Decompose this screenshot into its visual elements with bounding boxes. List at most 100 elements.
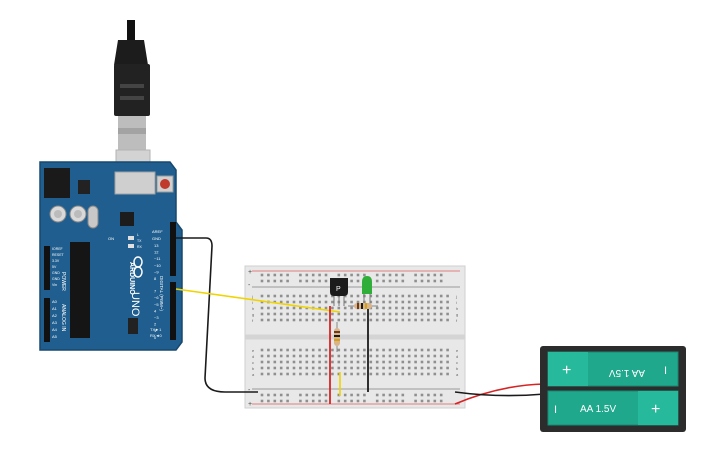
breadboard-hole[interactable] — [401, 300, 405, 304]
green-led[interactable] — [362, 276, 372, 304]
breadboard-hole[interactable] — [331, 306, 334, 310]
rail-hole[interactable] — [414, 273, 417, 277]
rail-hole[interactable] — [299, 273, 302, 277]
breadboard-hole[interactable] — [267, 366, 270, 370]
rail-hole[interactable] — [311, 399, 315, 403]
rail-hole[interactable] — [305, 393, 309, 397]
breadboard-hole[interactable] — [439, 306, 443, 310]
breadboard-hole[interactable] — [388, 360, 392, 364]
breadboard-hole[interactable] — [305, 318, 309, 322]
breadboard-hole[interactable] — [382, 300, 385, 304]
breadboard-hole[interactable] — [279, 294, 283, 298]
rail-hole[interactable] — [267, 273, 270, 277]
rail-hole[interactable] — [395, 393, 398, 397]
breadboard-hole[interactable] — [446, 306, 449, 310]
breadboard-hole[interactable] — [337, 360, 341, 364]
rail-hole[interactable] — [273, 273, 277, 277]
breadboard-hole[interactable] — [292, 366, 296, 370]
rail-hole[interactable] — [356, 279, 360, 283]
breadboard-hole[interactable] — [337, 354, 341, 358]
rail-hole[interactable] — [343, 393, 347, 397]
breadboard-hole[interactable] — [414, 300, 417, 304]
breadboard-hole[interactable] — [273, 360, 277, 364]
breadboard-hole[interactable] — [439, 312, 443, 316]
breadboard-hole[interactable] — [427, 312, 430, 316]
breadboard-hole[interactable] — [267, 312, 270, 316]
breadboard-hole[interactable] — [395, 366, 398, 370]
breadboard-hole[interactable] — [439, 300, 443, 304]
breadboard-hole[interactable] — [279, 372, 283, 376]
breadboard-hole[interactable] — [286, 306, 289, 310]
breadboard-hole[interactable] — [331, 318, 334, 322]
breadboard-hole[interactable] — [318, 318, 321, 322]
breadboard-hole[interactable] — [279, 348, 283, 352]
breadboard-hole[interactable] — [375, 360, 379, 364]
breadboard-hole[interactable] — [401, 366, 405, 370]
breadboard-hole[interactable] — [427, 294, 430, 298]
breadboard-hole[interactable] — [433, 318, 437, 322]
rail-hole[interactable] — [260, 279, 264, 283]
breadboard-hole[interactable] — [375, 312, 379, 316]
breadboard-hole[interactable] — [407, 318, 411, 322]
breadboard-hole[interactable] — [299, 300, 302, 304]
rail-hole[interactable] — [356, 399, 360, 403]
breadboard-hole[interactable] — [375, 366, 379, 370]
breadboard-hole[interactable] — [305, 366, 309, 370]
breadboard-hole[interactable] — [446, 366, 449, 370]
breadboard-hole[interactable] — [420, 372, 424, 376]
breadboard-hole[interactable] — [395, 300, 398, 304]
breadboard-hole[interactable] — [356, 294, 360, 298]
breadboard-hole[interactable] — [318, 312, 321, 316]
breadboard-hole[interactable] — [407, 306, 411, 310]
breadboard-hole[interactable] — [331, 300, 334, 304]
breadboard-hole[interactable] — [401, 306, 405, 310]
breadboard-hole[interactable] — [420, 366, 424, 370]
breadboard-hole[interactable] — [305, 300, 309, 304]
breadboard-hole[interactable] — [369, 294, 373, 298]
breadboard-hole[interactable] — [414, 312, 417, 316]
breadboard-hole[interactable] — [350, 294, 353, 298]
breadboard-hole[interactable] — [324, 360, 328, 364]
rail-hole[interactable] — [388, 399, 392, 403]
breadboard-hole[interactable] — [267, 318, 270, 322]
breadboard-hole[interactable] — [279, 300, 283, 304]
breadboard-hole[interactable] — [267, 348, 270, 352]
rail-hole[interactable] — [273, 399, 277, 403]
breadboard-hole[interactable] — [356, 354, 360, 358]
transistor[interactable]: P — [330, 278, 348, 306]
rail-hole[interactable] — [401, 273, 405, 277]
breadboard-hole[interactable] — [433, 294, 437, 298]
breadboard-hole[interactable] — [273, 312, 277, 316]
breadboard-hole[interactable] — [286, 354, 289, 358]
rail-hole[interactable] — [375, 399, 379, 403]
breadboard-hole[interactable] — [395, 312, 398, 316]
breadboard-hole[interactable] — [363, 360, 366, 364]
breadboard-hole[interactable] — [395, 294, 398, 298]
breadboard-hole[interactable] — [433, 312, 437, 316]
rail-hole[interactable] — [299, 399, 302, 403]
breadboard-hole[interactable] — [324, 372, 328, 376]
rail-hole[interactable] — [439, 393, 443, 397]
breadboard-hole[interactable] — [350, 372, 353, 376]
breadboard-hole[interactable] — [286, 300, 289, 304]
breadboard-hole[interactable] — [337, 372, 341, 376]
breadboard-hole[interactable] — [401, 372, 405, 376]
breadboard-hole[interactable] — [369, 312, 373, 316]
rail-hole[interactable] — [395, 399, 398, 403]
breadboard-hole[interactable] — [292, 372, 296, 376]
breadboard-hole[interactable] — [260, 354, 264, 358]
rail-hole[interactable] — [414, 279, 417, 283]
breadboard-hole[interactable] — [407, 360, 411, 364]
rail-hole[interactable] — [311, 393, 315, 397]
breadboard-hole[interactable] — [350, 348, 353, 352]
breadboard-hole[interactable] — [350, 354, 353, 358]
breadboard-hole[interactable] — [324, 306, 328, 310]
rail-hole[interactable] — [350, 279, 353, 283]
breadboard-hole[interactable] — [427, 354, 430, 358]
breadboard-hole[interactable] — [318, 300, 321, 304]
breadboard-hole[interactable] — [299, 354, 302, 358]
breadboard-hole[interactable] — [279, 312, 283, 316]
breadboard-hole[interactable] — [446, 300, 449, 304]
breadboard-hole[interactable] — [427, 360, 430, 364]
rail-hole[interactable] — [260, 393, 264, 397]
